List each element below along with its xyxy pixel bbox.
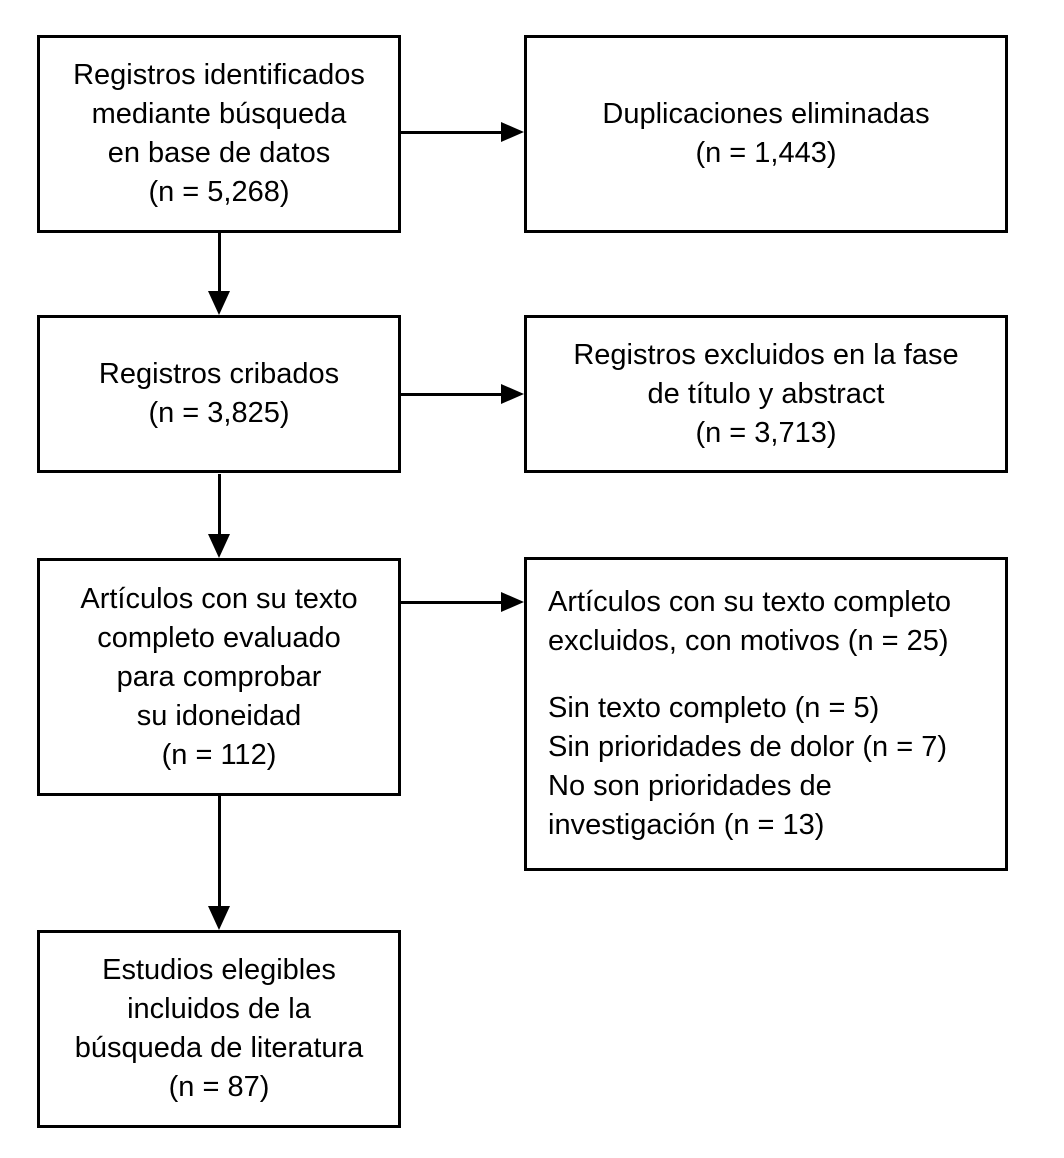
arrow-shaft [401,392,501,396]
box-records-screened: Registros cribados (n = 3,825) [37,315,401,473]
box-count-line: (n = 112) [161,738,277,771]
box-text-line: búsqueda de literatura [74,1032,364,1064]
box-text-line: Artículos con su texto completo [548,586,951,618]
box-text-line: Duplicaciones eliminadas [602,98,930,130]
box-text-line: Registros identificados [73,59,365,91]
arrow-shaft [217,233,221,291]
arrow-head [501,384,524,404]
box-text-line: completo evaluado [97,621,341,654]
arrow-head [208,291,230,315]
arrow-shaft [217,474,221,534]
arrow-shaft [217,796,221,906]
box-records-excluded-title-abstract: Registros excluidos en la fase de título… [524,315,1008,473]
box-fulltext-assessed: Artículos con su texto completo evaluado… [37,558,401,796]
box-text-line: excluidos, con motivos (n = 25) [548,625,949,657]
box-text-line: su idoneidad [136,699,302,732]
box-count-line: (n = 1,443) [695,137,837,169]
fulltext-excluded-heading: Artículos con su texto completo excluido… [548,583,951,661]
box-text-line: de título y abstract [647,377,885,410]
box-text-line: en base de datos [107,137,331,169]
fulltext-excluded-reasons: Sin texto completo (n = 5) Sin prioridad… [548,689,947,845]
box-text-line: Estudios elegibles [102,954,336,986]
arrow-head [501,122,524,142]
box-count-line: (n = 87) [168,1071,270,1103]
box-text-line: Sin prioridades de dolor (n = 7) [548,731,947,763]
box-fulltext-excluded: Artículos con su texto completo excluido… [524,557,1008,871]
box-text-line: Registros cribados [98,358,340,390]
arrow-head [208,906,230,930]
box-count-line: (n = 3,713) [695,416,837,449]
arrow-shaft [401,130,501,134]
arrow-head [208,534,230,558]
box-text-line: Sin texto completo (n = 5) [548,692,880,724]
box-studies-included: Estudios elegibles incluidos de la búsqu… [37,930,401,1128]
box-text-line: para comprobar [116,660,322,693]
box-duplicates-removed: Duplicaciones eliminadas (n = 1,443) [524,35,1008,233]
box-text-line: Artículos con su texto [80,582,358,615]
box-text-line: mediante búsqueda [91,98,347,130]
arrow-shaft [401,600,501,604]
box-text-line: investigación (n = 13) [548,809,825,841]
box-count-line: (n = 3,825) [148,397,290,429]
box-records-identified: Registros identificados mediante búsqued… [37,35,401,233]
box-text-line: Registros excluidos en la fase [573,338,959,371]
arrow-head [501,592,524,612]
box-count-line: (n = 5,268) [148,176,290,208]
box-text-line: No son prioridades de [548,770,832,802]
box-text-line: incluidos de la [127,993,311,1025]
